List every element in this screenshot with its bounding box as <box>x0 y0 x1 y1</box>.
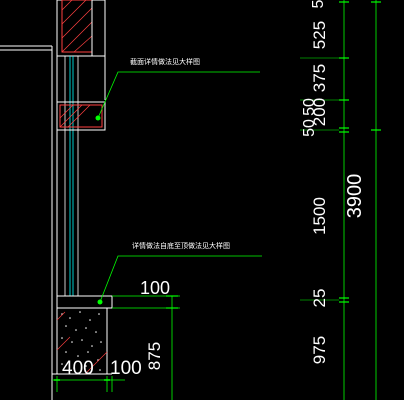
dim-525: 525 <box>310 21 329 49</box>
dim-3900: 3900 <box>344 174 366 219</box>
dim-50-a: 50 <box>301 98 318 116</box>
dim-1500: 1500 <box>310 197 329 235</box>
bottom-base-section <box>52 295 113 375</box>
lower-annotation: 详情做法自底至顶做法见大样图 <box>132 241 230 250</box>
dim-975: 975 <box>310 336 329 364</box>
dim-100-offset: 100 <box>140 278 170 298</box>
dim-375: 375 <box>310 64 329 92</box>
floor-slab-lines <box>0 45 53 400</box>
bottom-dimension-lines <box>52 295 180 400</box>
dim-50-b: 50 <box>301 119 318 137</box>
dim-top-5: 5 <box>310 0 327 8</box>
dim-875: 875 <box>145 342 164 370</box>
dim-100-width: 100 <box>110 358 142 379</box>
leader-lines <box>97 71 262 303</box>
top-beam-section <box>56 0 106 57</box>
aggregate-dots <box>61 311 102 371</box>
window-frame <box>56 56 106 296</box>
vertical-dimension-texts: 5 525 375 200 50 50 1500 25 975 3900 875 <box>145 0 366 370</box>
right-dimension-chain <box>300 0 381 400</box>
mid-sill-section <box>56 101 106 131</box>
dim-25: 25 <box>310 289 329 308</box>
dim-200: 200 <box>310 98 329 126</box>
upper-annotation: 截面详情做法见大样图 <box>130 57 200 66</box>
dim-400-width: 400 <box>62 358 94 379</box>
